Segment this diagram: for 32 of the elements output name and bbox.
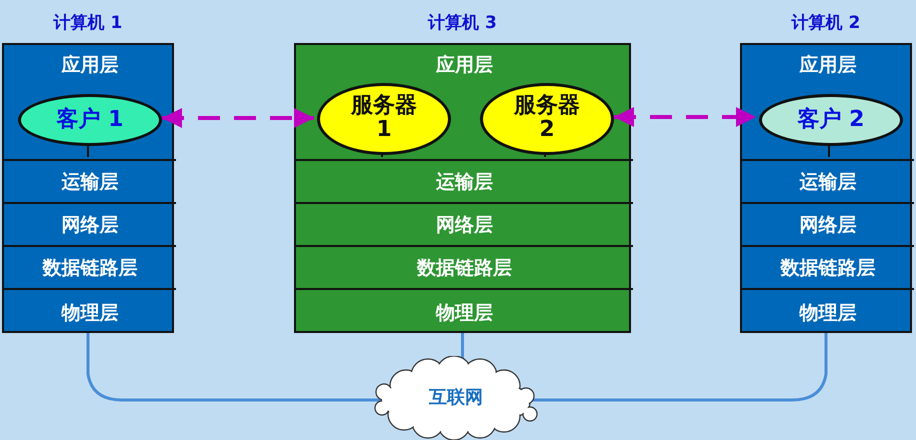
layer-label: 运输层 [435,170,494,194]
connector-line [87,144,89,157]
connector-line [828,144,830,157]
layer-label: 应用层 [798,53,858,77]
layer-label: 应用层 [60,53,120,77]
computer-heading: 计算机 2 [790,12,862,34]
layer-label: 网络层 [60,212,120,236]
layer-label: 物理层 [60,300,120,324]
client-label: 客户 1 [55,107,124,133]
layer-label: 物理层 [798,300,858,324]
layer-label: 运输层 [60,170,120,194]
layer-label: 数据链路层 [779,256,876,280]
cloud-label: 互联网 [428,386,484,410]
layer-label: 网络层 [435,212,494,236]
layer-label: 物理层 [434,300,494,324]
network-cable [86,333,380,402]
connector-line [381,153,383,157]
network-cable [532,333,828,402]
computer-heading: 计算机 3 [426,12,498,34]
dashed-arrow [162,108,314,128]
layer-label: 网络层 [798,212,858,236]
server-label: 服务器 1 [350,94,418,142]
client-label: 客户 2 [796,107,866,133]
server-label: 服务器 2 [512,94,581,142]
dashed-arrow [614,107,756,127]
layer-label: 数据链路层 [41,256,138,280]
layer-label: 运输层 [798,170,858,194]
layer-label: 应用层 [434,53,494,77]
connector-line [544,153,546,157]
computer-heading: 计算机 1 [52,12,124,34]
layer-label: 数据链路层 [416,256,513,280]
network-cable [461,333,464,360]
